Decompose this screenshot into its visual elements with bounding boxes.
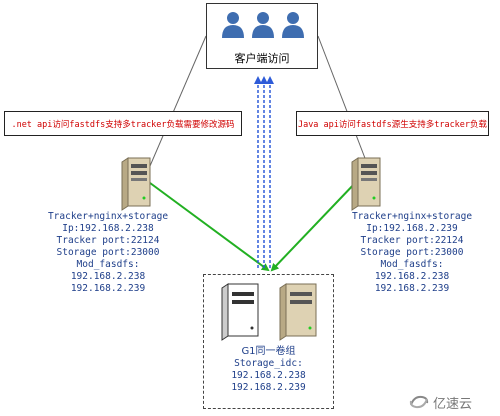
group-server-icon-1 [221,283,259,341]
note-left: .net api访问fastdfs支持多tracker负载需要修改源码 [4,111,242,136]
server-title: Tracker+nginx+storage [47,211,169,222]
server-tracker-port: Tracker port:22124 [360,235,464,246]
server-ip: Ip:192.168.2.239 [366,223,458,234]
server-mod: Mod_fasdfs: [380,259,444,270]
server-storage-port: Storage port:23000 [360,247,464,258]
note-right: Java api访问fastdfs源生支持多tracker负载 [296,111,489,136]
server-storage-port: Storage port:23000 [56,247,160,258]
server-mod-ip-1: 192.168.2.238 [374,271,450,282]
left-connector-line [149,35,207,167]
yisu-logo-icon [409,395,429,409]
group-ip-1: 192.168.2.238 [231,370,306,381]
group-ip-2: 192.168.2.239 [231,382,306,393]
storage-group-box [203,274,334,409]
server-mod-ip-2: 192.168.2.239 [70,283,146,294]
right-connector-line [317,35,369,167]
storage-group-info: G1同一卷组 Storage_idc: 192.168.2.238 192.16… [203,346,334,394]
group-subtitle: Storage_idc: [234,358,303,369]
group-server-icon-2 [279,283,317,341]
watermark: 亿速云 [408,392,472,412]
server-mod-ip-1: 192.168.2.238 [70,271,146,282]
server-ip: Ip:192.168.2.238 [62,223,154,234]
server-tracker-port: Tracker port:22124 [56,235,160,246]
watermark-text: 亿速云 [433,396,473,412]
server-title: Tracker+nginx+storage [351,211,473,222]
server-mod: Mod_fasdfs: [76,259,140,270]
left-server-icon [121,157,151,211]
right-server-info: Tracker+nginx+storage Ip:192.168.2.239 T… [332,211,492,295]
left-server-info: Tracker+nginx+storage Ip:192.168.2.238 T… [28,211,188,295]
server-mod-ip-2: 192.168.2.239 [374,283,450,294]
right-green-arrow [270,179,359,272]
client-label: 客户端访问 [234,52,290,65]
users-icon [222,12,304,38]
right-server-icon [351,157,381,211]
client-box: 客户端访问 [206,3,318,69]
left-green-arrow [145,179,270,272]
group-title: G1同一卷组 [241,346,296,357]
